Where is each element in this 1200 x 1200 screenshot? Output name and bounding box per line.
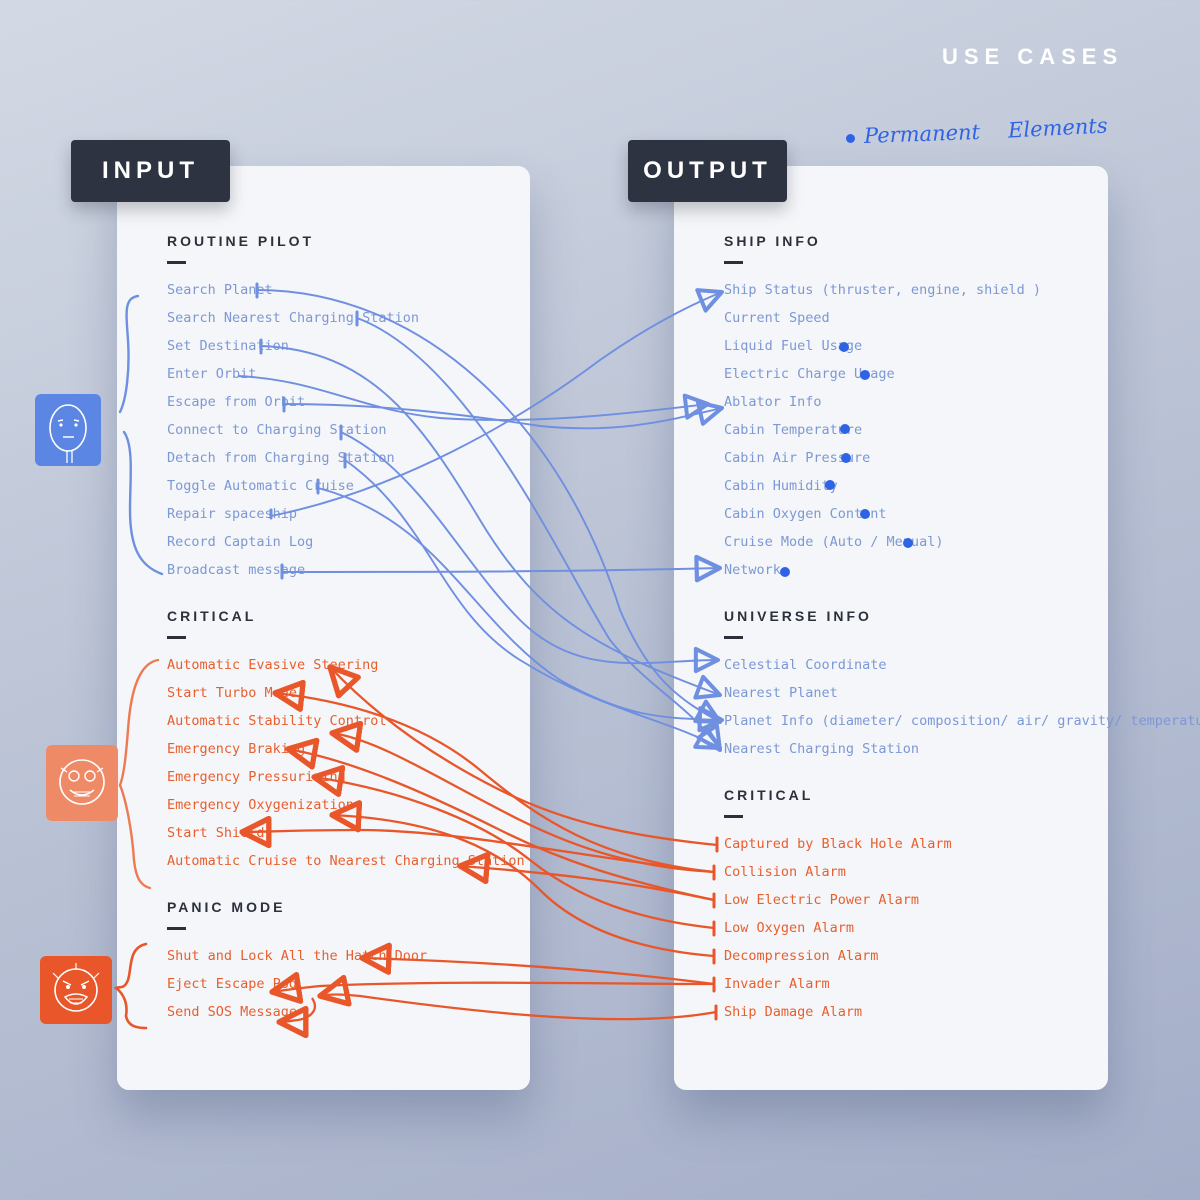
use-case-item: Send SOS Message (167, 1004, 298, 1020)
use-case-item: Low Electric Power Alarm (724, 892, 920, 908)
section-underline (724, 261, 743, 264)
permanent-dot-icon (840, 424, 850, 434)
use-case-item: Collision Alarm (724, 864, 846, 880)
section-heading-output-critical: CRITICAL (724, 787, 814, 803)
permanent-dot-icon (825, 480, 835, 490)
use-case-item: Celestial Coordinate (724, 657, 887, 673)
use-case-item: Cabin Oxygen Content (724, 506, 887, 522)
use-case-item: Connect to Charging Station (167, 422, 387, 438)
output-card (674, 166, 1108, 1090)
use-case-item: Planet Info (diameter/ composition/ air/… (724, 713, 1200, 729)
rage-face-icon (46, 745, 118, 821)
use-case-item: Nearest Charging Station (724, 741, 920, 757)
section-underline (724, 815, 743, 818)
use-case-item: Automatic Cruise to Nearest Charging Sta… (167, 853, 525, 869)
use-case-item: Set Destination (167, 338, 289, 354)
output-tab: OUTPUT (628, 140, 787, 202)
use-case-item: Escape from Orbit (167, 394, 306, 410)
screaming-rage-face-icon (40, 956, 112, 1024)
neutral-face-icon (35, 394, 101, 466)
section-heading-panic-mode: PANIC MODE (167, 899, 286, 915)
use-case-item: Eject Escape Pod (167, 976, 298, 992)
use-case-item: Captured by Black Hole Alarm (724, 836, 952, 852)
permanent-dot-icon (860, 370, 870, 380)
use-case-item: Cruise Mode (Auto / Menual) (724, 534, 944, 550)
use-case-item: Cabin Air Pressure (724, 450, 871, 466)
use-case-item: Emergency Braking (167, 741, 306, 757)
annotation-dot-icon (846, 134, 855, 143)
use-case-item: Record Captain Log (167, 534, 314, 550)
use-case-item: Current Speed (724, 310, 830, 326)
use-case-item: Start Turbo Mode (167, 685, 298, 701)
page-title: USE CASES (942, 44, 1124, 69)
use-case-item: Automatic Evasive Steering (167, 657, 379, 673)
use-case-item: Network (724, 562, 781, 578)
section-heading-routine-pilot: ROUTINE PILOT (167, 233, 315, 249)
use-case-item: Enter Orbit (167, 366, 257, 382)
use-case-item: Repair spaceship (167, 506, 298, 522)
permanent-dot-icon (780, 567, 790, 577)
use-case-item: Electric Charge Usage (724, 366, 895, 382)
use-case-item: Low Oxygen Alarm (724, 920, 855, 936)
use-case-item: Broadcast message (167, 562, 306, 578)
use-case-item: Ablator Info (724, 394, 822, 410)
use-case-item: Emergency Pressurizing (167, 769, 346, 785)
use-case-item: Cabin Temperature (724, 422, 863, 438)
use-case-item: Emergency Oxygenization (167, 797, 354, 813)
use-case-item: Nearest Planet (724, 685, 838, 701)
permanent-dot-icon (860, 509, 870, 519)
input-tab: INPUT (71, 140, 230, 202)
section-heading-universe-info: UNIVERSE INFO (724, 608, 872, 624)
section-heading-input-critical: CRITICAL (167, 608, 257, 624)
use-case-item: Ship Status (thruster, engine, shield ) (724, 282, 1041, 298)
use-case-item: Ship Damage Alarm (724, 1004, 863, 1020)
use-case-item: Liquid Fuel Usage (724, 338, 863, 354)
permanent-dot-icon (839, 342, 849, 352)
use-case-item: Search Planet (167, 282, 273, 298)
section-underline (167, 636, 186, 639)
section-heading-ship-info: SHIP INFO (724, 233, 821, 249)
use-case-item: Decompression Alarm (724, 948, 879, 964)
use-case-item: Toggle Automatic Cruise (167, 478, 354, 494)
use-case-item: Detach from Charging Station (167, 450, 395, 466)
permanent-elements-annotation: Permanent Elements (844, 113, 1134, 158)
section-underline (724, 636, 743, 639)
use-case-item: Cabin Humidity (724, 478, 838, 494)
permanent-dot-icon (903, 538, 913, 548)
use-case-item: Invader Alarm (724, 976, 830, 992)
input-card (117, 166, 530, 1090)
permanent-dot-icon (841, 453, 851, 463)
section-underline (167, 261, 186, 264)
section-underline (167, 927, 186, 930)
